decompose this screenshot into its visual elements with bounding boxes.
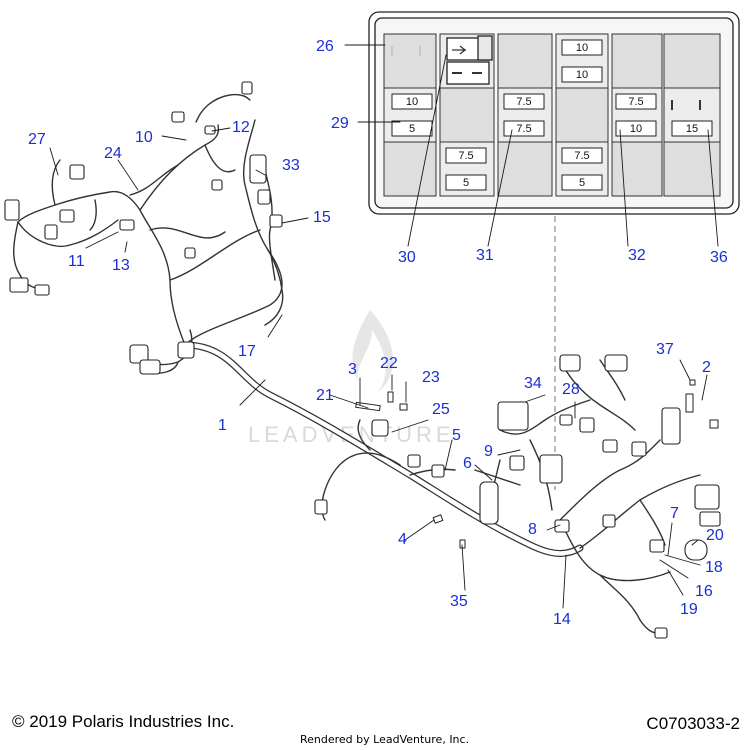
callout-1: 1 [218,417,227,434]
fuse-top-center-b: 10 [561,66,603,83]
callout-35: 35 [450,593,468,610]
fuse-mid-left-a: 10 [391,93,433,110]
fuse-label: 5 [463,177,469,189]
fuse-bottom-left-b: 5 [445,174,487,191]
fuse-label: 15 [686,123,698,135]
fuse-mid-right-a: 7.5 [615,93,657,110]
fuse-label: 7.5 [628,96,643,108]
fuse-mid-left-b: 5 [391,120,433,137]
callout-labels: 1 2 3 4 5 6 7 8 9 10 11 12 13 14 15 16 1… [28,38,728,628]
fuse-mid-center-a: 7.5 [503,93,545,110]
fuse-mid-right-b: 10 [615,120,657,137]
callout-12: 12 [232,119,250,136]
callout-10: 10 [135,129,153,146]
fuse-bottom-left-a: 7.5 [445,147,487,164]
fuse-label: 7.5 [516,123,531,135]
callout-17: 17 [238,343,256,360]
fuse-label: 10 [406,96,418,108]
fuse-bottom-center-b: 5 [561,174,603,191]
callout-4: 4 [398,531,407,548]
callout-37: 37 [656,341,674,358]
callout-6: 6 [463,455,472,472]
callout-23: 23 [422,369,440,386]
callout-16: 16 [695,583,713,600]
fuse-box [368,11,740,215]
callout-27: 27 [28,131,46,148]
callout-19: 19 [680,601,698,618]
callout-20: 20 [706,527,724,544]
callout-29: 29 [331,115,349,132]
callout-9: 9 [484,443,493,460]
fuse-label: 7.5 [458,150,473,162]
callout-25: 25 [432,401,450,418]
fuse-label: 10 [576,69,588,81]
copyright-notice: © 2019 Polaris Industries Inc. [12,712,235,731]
watermark: LEADVENTURE [248,310,455,447]
callout-15: 15 [313,209,331,226]
callout-34: 34 [524,375,542,392]
fuse-label: 7.5 [574,150,589,162]
callout-3: 3 [348,361,357,378]
drawing-id: C0703033-2 [646,714,740,733]
fuse-blades: 10 10 10 5 7.5 7.5 7.5 10 [391,39,713,191]
fuse-mid-center-b: 7.5 [503,120,545,137]
fuse-top-center-a: 10 [561,39,603,56]
fuse-mid-far-right: 15 [671,120,713,137]
watermark-text: LEADVENTURE [248,422,455,447]
fuse-label: 5 [409,123,415,135]
callout-33: 33 [282,157,300,174]
fuse-label: 10 [576,42,588,54]
callout-14: 14 [553,611,571,628]
callout-2: 2 [702,359,711,376]
fuse-label: 5 [579,177,585,189]
rendered-by-credit: Rendered by LeadVenture, Inc. [300,733,470,746]
callout-8: 8 [528,521,537,538]
callout-21: 21 [316,387,334,404]
callout-24: 24 [104,145,122,162]
callout-7: 7 [670,505,679,522]
callout-22: 22 [380,355,398,372]
callout-26: 26 [316,38,334,55]
callout-11: 11 [68,253,85,270]
callout-18: 18 [705,559,723,576]
callout-5: 5 [452,427,461,444]
watermark-flame-icon [352,310,393,392]
callout-28: 28 [562,381,580,398]
callout-32: 32 [628,247,646,264]
fuse-label: 7.5 [516,96,531,108]
fuse-bottom-center-a: 7.5 [561,147,603,164]
callout-31: 31 [476,247,494,264]
harness-assembly [4,44,721,639]
callout-13: 13 [112,257,130,274]
callout-30: 30 [398,249,416,266]
callout-36: 36 [710,249,728,266]
fuse-label: 10 [630,123,642,135]
